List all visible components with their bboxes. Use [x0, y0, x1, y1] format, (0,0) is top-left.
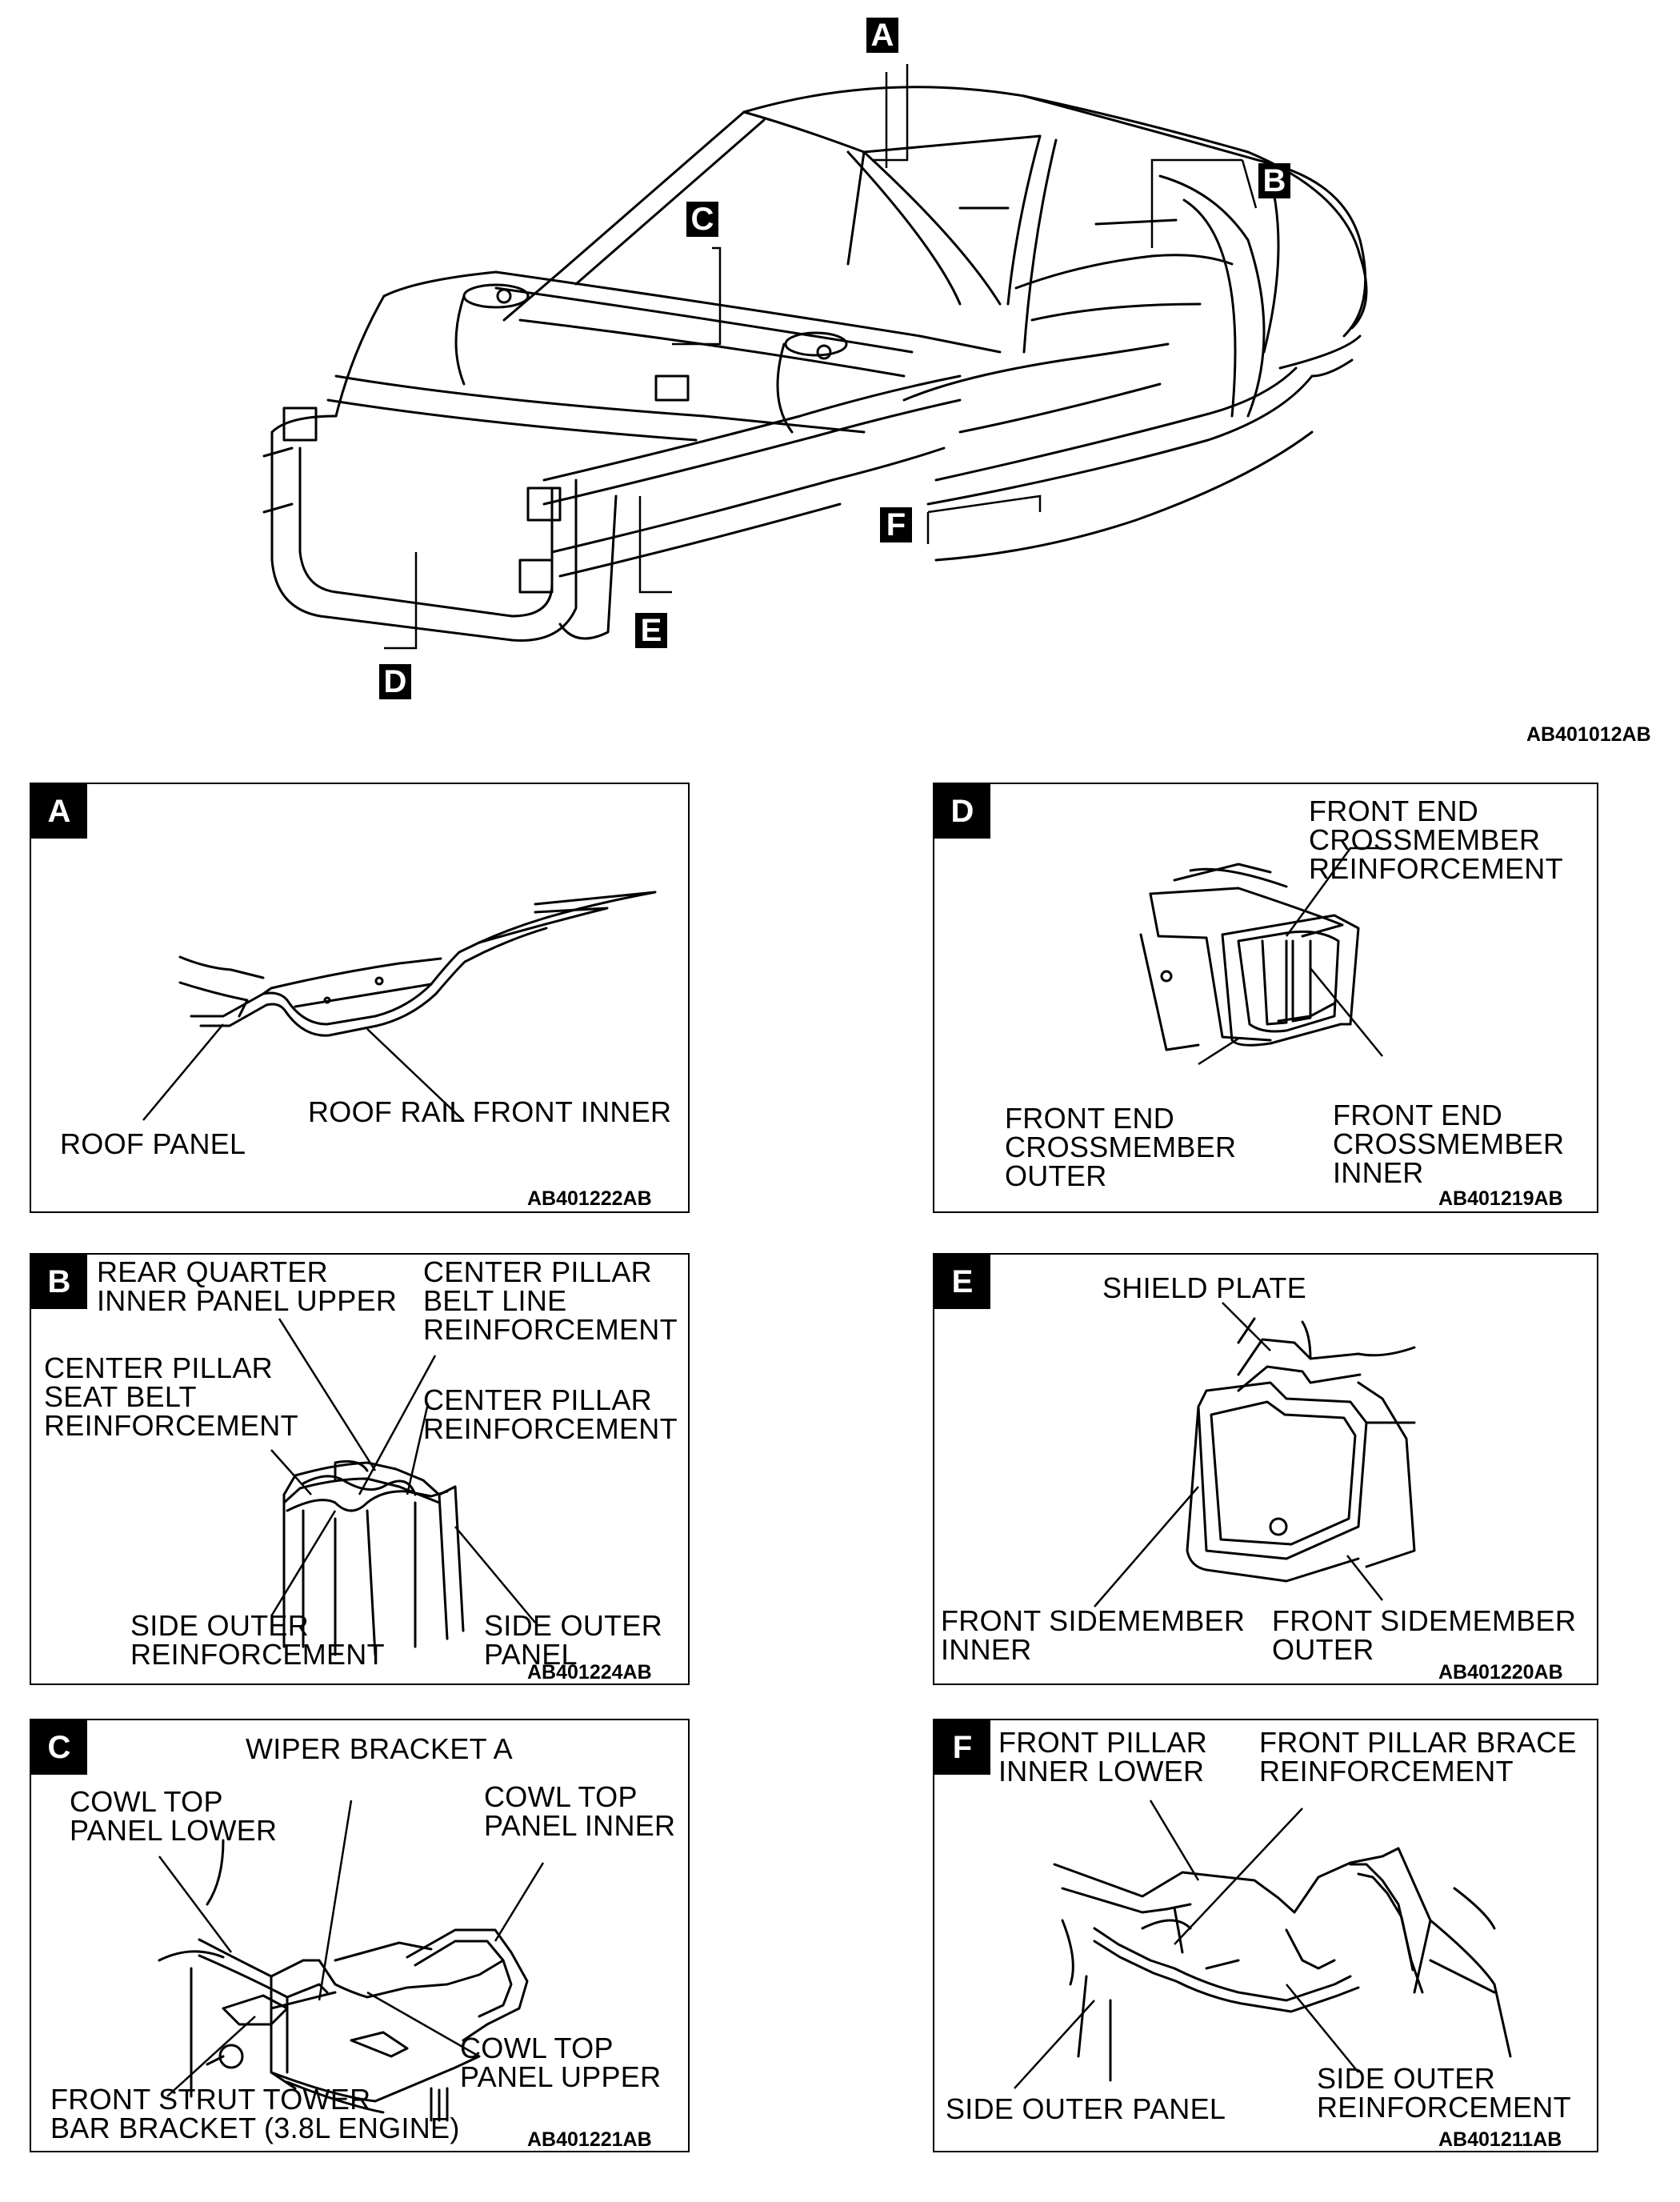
- overview-callout-c: C: [686, 202, 718, 237]
- panel-f-leaders: [1014, 1800, 1359, 2089]
- panel-e-leaders: [1094, 1302, 1383, 1607]
- front-crossmember-section-drawing: [1139, 863, 1360, 1051]
- label-cowl-top-panel-upper: COWL TOP PANEL UPPER: [460, 2032, 662, 2093]
- detail-panel-f: F FRONT PILLAR INNER LOWER FRONT PILLAR …: [933, 1719, 1598, 2152]
- panel-d-leaders: [1198, 847, 1383, 1066]
- panel-a-code: AB401222AB: [527, 1187, 652, 1210]
- front-sidemember-section-drawing: [1186, 1317, 1416, 1583]
- panel-b-leaders: [270, 1318, 536, 1623]
- label-front-sidemember-inner: FRONT SIDEMEMBER INNER: [941, 1604, 1246, 1666]
- panel-e-code: AB401220AB: [1438, 1661, 1563, 1684]
- label-cowl-top-panel-lower: COWL TOP PANEL LOWER: [70, 1785, 278, 1847]
- panel-letter-d: D: [934, 784, 990, 839]
- label-center-pillar-seat-belt-reinforcement: CENTER PILLAR SEAT BELT REINFORCEMENT: [44, 1351, 298, 1442]
- detail-panel-e: E SHIELD PLATE FRONT SIDEMEMBER INNER FR…: [933, 1253, 1598, 1685]
- detail-panel-a: A ROOF PANEL ROOF RAIL FRONT INNER AB401…: [30, 783, 690, 1213]
- label-front-pillar-inner-lower: FRONT PILLAR INNER LOWER: [998, 1726, 1207, 1788]
- label-front-pillar-brace-reinforcement: FRONT PILLAR BRACE REINFORCEMENT: [1259, 1726, 1577, 1788]
- label-side-outer-reinforcement: SIDE OUTER REINFORCEMENT: [130, 1609, 385, 1671]
- label-front-end-crossmember-inner: FRONT END CROSSMEMBER INNER: [1333, 1099, 1565, 1189]
- panel-letter-a: A: [31, 784, 87, 839]
- panel-d-code: AB401219AB: [1438, 1187, 1563, 1210]
- label-side-outer-reinforcement-f: SIDE OUTER REINFORCEMENT: [1317, 2062, 1571, 2124]
- body-overview-figure: A B C D E F AB401012AB: [0, 0, 1680, 768]
- label-shield-plate: SHIELD PLATE: [1102, 1271, 1307, 1304]
- overview-callout-b: B: [1258, 163, 1290, 198]
- panel-a-leaders: [142, 1023, 464, 1121]
- detail-panel-b: B REAR QUARTER INNER PANEL UPPER CENTER …: [30, 1253, 690, 1685]
- panel-letter-e: E: [934, 1255, 990, 1309]
- label-side-outer-panel-f: SIDE OUTER PANEL: [946, 2092, 1226, 2125]
- overview-callout-d: D: [379, 664, 411, 699]
- label-center-pillar-belt-line-reinforcement: CENTER PILLAR BELT LINE REINFORCEMENT: [423, 1255, 678, 1346]
- overview-callout-a: A: [866, 18, 898, 53]
- panel-letter-f: F: [934, 1720, 990, 1775]
- panel-f-code: AB401211AB: [1438, 2128, 1562, 2151]
- label-roof-panel: ROOF PANEL: [60, 1127, 246, 1160]
- label-rear-quarter-inner-panel-upper: REAR QUARTER INNER PANEL UPPER: [97, 1255, 398, 1317]
- detail-panel-d: D FRONT END CROSSMEMBER REINFORCEMENT FR…: [933, 783, 1598, 1213]
- label-center-pillar-reinforcement: CENTER PILLAR REINFORCEMENT: [423, 1383, 678, 1445]
- car-body-drawing: [262, 86, 1368, 642]
- panel-letter-c: C: [31, 1720, 87, 1775]
- roof-rail-section-drawing: [178, 891, 657, 1037]
- label-roof-rail-front-inner: ROOF RAIL FRONT INNER: [308, 1095, 672, 1128]
- label-front-sidemember-outer: FRONT SIDEMEMBER OUTER: [1272, 1604, 1577, 1666]
- overview-callout-f: F: [880, 507, 912, 542]
- front-pillar-section-drawing: [1053, 1847, 1512, 2082]
- panel-c-leaders: [158, 1800, 545, 2097]
- panel-c-code: AB401221AB: [527, 2128, 652, 2151]
- overview-figure-code: AB401012AB: [1526, 723, 1651, 746]
- label-side-outer-panel: SIDE OUTER PANEL: [484, 1609, 663, 1671]
- panel-letter-b: B: [31, 1255, 87, 1309]
- label-front-strut-tower-bar-bracket: FRONT STRUT TOWER BAR BRACKET (3.8L ENGI…: [50, 2083, 460, 2144]
- overview-callout-e: E: [635, 613, 667, 648]
- label-cowl-top-panel-inner: COWL TOP PANEL INNER: [484, 1780, 676, 1842]
- detail-panel-c: C WIPER BRACKET A COWL TOP PANEL LOWER C…: [30, 1719, 690, 2152]
- label-front-end-crossmember-reinforcement: FRONT END CROSSMEMBER REINFORCEMENT: [1309, 795, 1563, 885]
- label-front-end-crossmember-outer: FRONT END CROSSMEMBER OUTER: [1005, 1102, 1237, 1192]
- panel-b-code: AB401224AB: [527, 1661, 652, 1684]
- label-wiper-bracket-a: WIPER BRACKET A: [246, 1732, 513, 1765]
- overview-leaders: [384, 64, 1258, 650]
- cowl-top-section-drawing: [158, 1839, 529, 2122]
